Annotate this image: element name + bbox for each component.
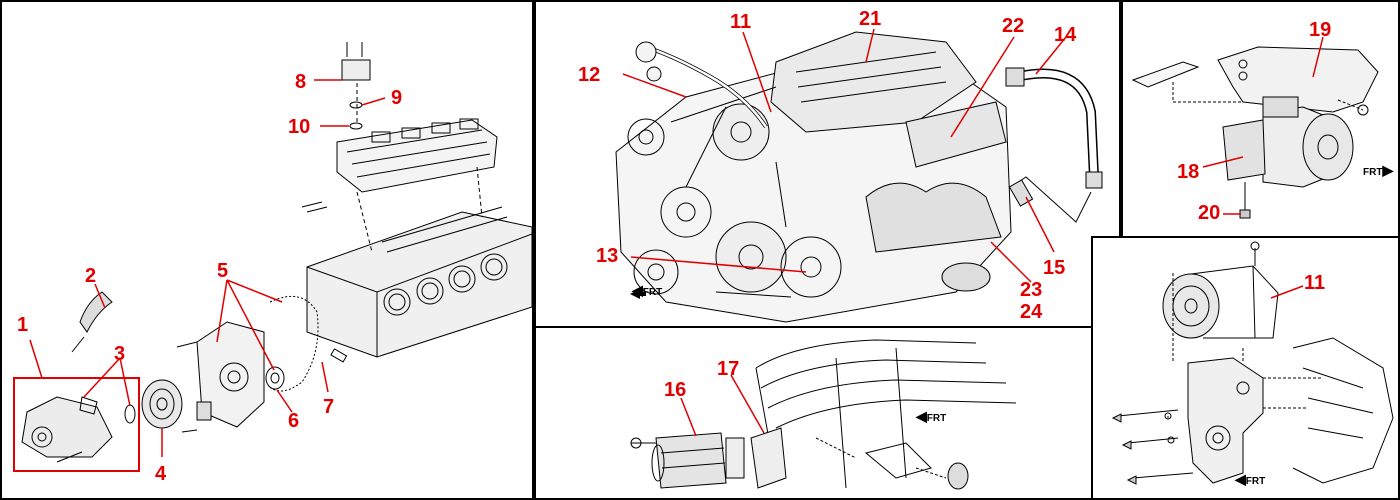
callout-24: 24 — [1020, 301, 1043, 323]
leader-line-18 — [1202, 156, 1244, 168]
callout-2: 2 — [85, 265, 97, 287]
frt-arrow-icon: ◀ — [632, 282, 643, 298]
leader-line-22 — [950, 36, 1015, 138]
callout-17: 17 — [717, 358, 740, 380]
callout-1: 1 — [17, 314, 29, 336]
leader-line-1 — [29, 339, 43, 379]
leader-line-11a — [742, 31, 772, 113]
panel-starter-motor: 18 19 20 FRT▶ — [1121, 0, 1400, 238]
callout-23: 23 — [1020, 279, 1043, 301]
callout-3: 3 — [114, 343, 126, 365]
callout-4: 4 — [155, 463, 167, 485]
frt-arrow-icon: ◀ — [916, 408, 927, 424]
water-pump-highlight-box — [13, 377, 140, 472]
callout-9: 9 — [391, 87, 403, 109]
panel-engine-block-exploded: 1 2 3 4 5 6 7 8 9 10 — [0, 0, 534, 500]
leader-line-16 — [680, 397, 697, 437]
callout-11-assembly: 11 — [730, 11, 752, 33]
callout-6: 6 — [288, 410, 300, 432]
front-marker-assembly: ◀FRT — [632, 282, 663, 298]
callout-19: 19 — [1309, 19, 1332, 41]
frt-arrow-icon: ▶ — [1382, 162, 1394, 178]
frt-arrow-icon: ◀ — [1235, 471, 1246, 487]
panel-compressor-bracket: 11 ◀FRT — [1091, 236, 1400, 500]
callout-8: 8 — [295, 71, 307, 93]
panel-engine-assembly: 11 12 13 14 15 21 22 23 24 ◀FRT — [534, 0, 1121, 328]
engine-assembly-illustration — [615, 28, 1103, 323]
callout-10: 10 — [288, 116, 311, 138]
leader-line-12 — [622, 73, 687, 98]
front-marker-intake: ◀FRT — [916, 408, 947, 424]
starter-motor-illustration — [1131, 36, 1379, 219]
front-marker-starter: FRT▶ — [1363, 162, 1394, 178]
callout-18: 18 — [1177, 161, 1200, 183]
callout-21: 21 — [859, 8, 882, 30]
leader-line-13 — [630, 256, 807, 273]
leader-line-19 — [1312, 36, 1324, 78]
leader-line-9 — [361, 97, 386, 106]
callout-11-compressor: 11 — [1304, 272, 1326, 294]
callout-13: 13 — [596, 245, 619, 267]
intake-sensor-illustration — [630, 339, 1017, 490]
leader-line-2 — [94, 283, 106, 309]
panel-intake-sensor-detail: 16 17 ◀FRT — [534, 326, 1093, 500]
callout-14: 14 — [1054, 24, 1077, 46]
leader-line-7 — [321, 361, 329, 393]
callout-7: 7 — [323, 396, 335, 418]
leader-line-3 — [83, 357, 131, 407]
compressor-bracket-illustration — [1111, 241, 1394, 485]
leader-line-6 — [276, 389, 293, 413]
callout-5: 5 — [217, 260, 229, 282]
leader-line-15 — [1025, 196, 1055, 253]
leader-line-5 — [216, 279, 283, 371]
leader-line-21 — [865, 28, 875, 63]
callout-22: 22 — [1002, 15, 1025, 37]
leader-line-11b — [1270, 285, 1304, 299]
callout-20: 20 — [1198, 202, 1221, 224]
front-marker-compressor: ◀FRT — [1235, 471, 1266, 487]
leader-line-14 — [1035, 36, 1067, 75]
callout-16: 16 — [664, 379, 687, 401]
engine-block-illustration — [13, 42, 532, 472]
leader-line-23 — [990, 241, 1032, 283]
leader-line-17 — [730, 374, 765, 434]
callout-12: 12 — [578, 64, 601, 86]
callout-15: 15 — [1043, 257, 1066, 279]
